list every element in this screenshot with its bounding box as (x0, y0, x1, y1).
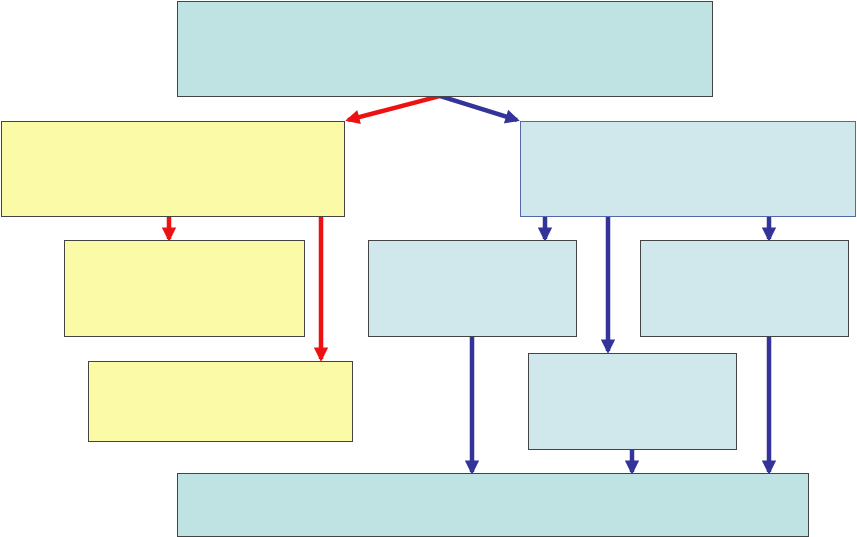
left-branch-box (1, 121, 345, 217)
right-child-3-box (640, 240, 849, 337)
root-box (177, 1, 713, 97)
left-child-2-box (88, 361, 353, 442)
right-branch-box (520, 121, 856, 217)
right-child-2-box (528, 353, 737, 450)
bottom-result-box (177, 473, 809, 537)
arrow-root-to-left-branch (345, 93, 441, 125)
arrow-root-to-right-branch (439, 93, 520, 124)
left-child-1-box (64, 240, 305, 337)
right-child-1-box (368, 240, 577, 337)
